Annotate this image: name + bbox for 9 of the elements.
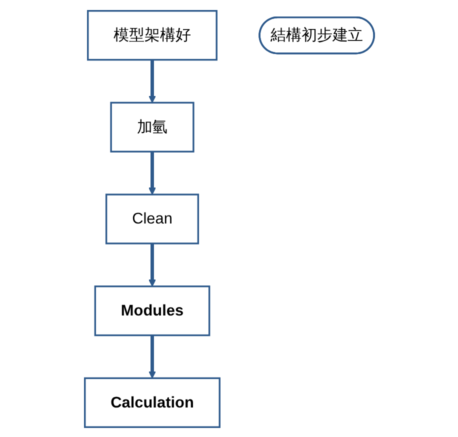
node-box: Modules xyxy=(94,285,210,336)
arrow xyxy=(148,59,156,103)
node-box: Clean xyxy=(104,193,199,244)
node-box: Calculation xyxy=(84,376,220,428)
arrow xyxy=(148,242,156,286)
arrow xyxy=(148,334,156,378)
node-box: 模型架構好 xyxy=(86,10,217,60)
arrow xyxy=(148,151,156,194)
node-box: 加氫 xyxy=(110,101,194,152)
